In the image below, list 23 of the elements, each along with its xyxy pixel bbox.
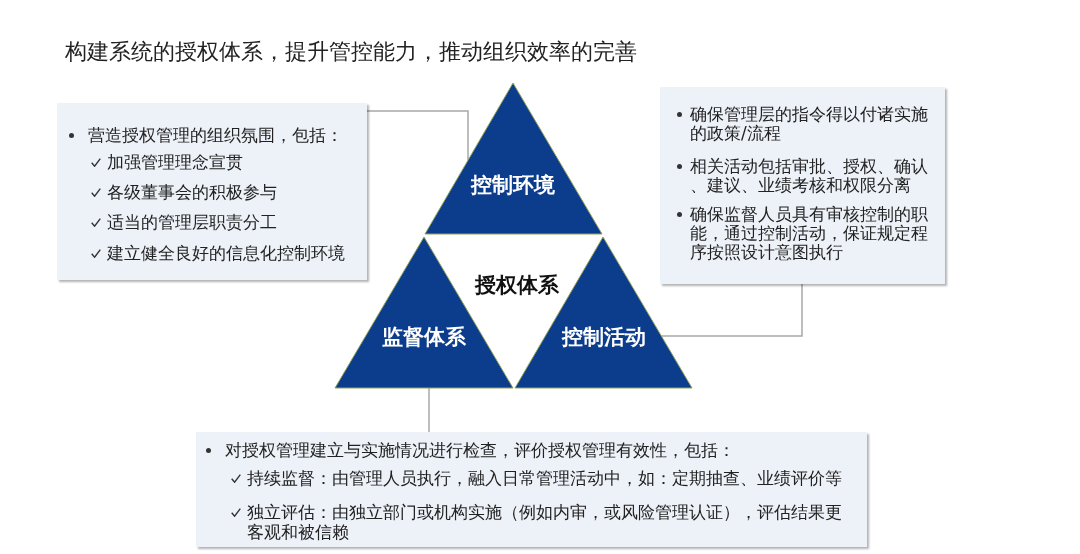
note-card [660, 87, 945, 284]
connector-line [428, 387, 430, 433]
title: 构建系统的授权体系，提升管控能力，推动组织效率的完善 [65, 39, 637, 65]
list-item: 加强管理理念宣贯 [107, 152, 244, 172]
list-item: 相关活动包括审批、授权、确认、建议、业绩考核和权限分离 [690, 157, 929, 195]
list-item: 各级董事会的积极参与 [107, 182, 278, 202]
list-item: 确保管理层的指令得以付诸实施的政策/流程 [690, 105, 929, 143]
connector-line [660, 283, 803, 337]
note-card [57, 103, 367, 280]
list-item: 独立评估：由独立部门或机构实施（例如内审，或风险管理认证），评估结果更客观和被信赖 [247, 502, 843, 542]
list-item: 确保监督人员具有审核控制的职能，通过控制活动，保证规定程序按照设计意图执行 [690, 205, 929, 262]
triangle-label: 控制活动 [562, 325, 646, 349]
intro-text: 对授权管理建立与实施情况进行检查，评价授权管理有效性，包括： [225, 440, 736, 460]
center-label: 授权体系 [475, 273, 559, 297]
list-item: 适当的管理层职责分工 [107, 212, 278, 232]
triangle-block [425, 83, 602, 234]
triangle-label: 控制环境 [471, 173, 555, 197]
list-item: 持续监督：由管理人员执行，融入日常管理活动中，如：定期抽查、业绩评价等 [247, 468, 843, 488]
connector-line [366, 110, 469, 161]
list-item: 建立健全良好的信息化控制环境 [107, 243, 346, 263]
note-card [196, 432, 867, 547]
triangle-label: 监督体系 [382, 325, 466, 349]
intro-text: 营造授权管理的组织氛围，包括： [88, 125, 344, 145]
